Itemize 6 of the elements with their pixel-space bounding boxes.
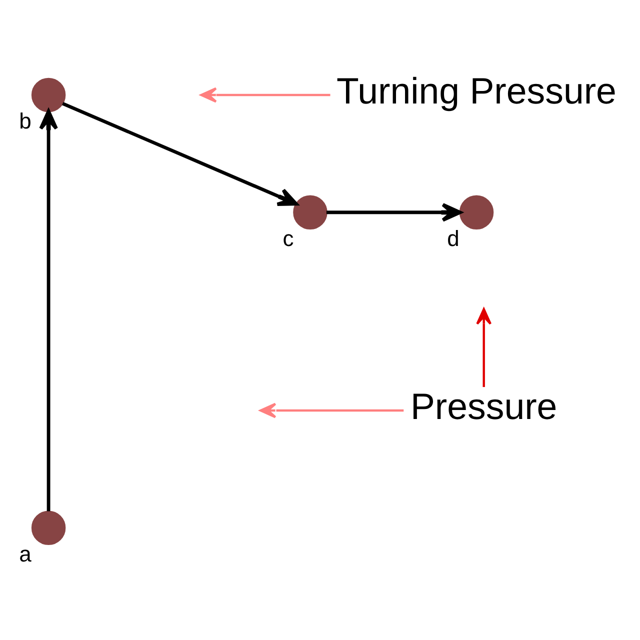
node-label: d xyxy=(447,226,460,251)
node-label: c xyxy=(282,226,294,251)
node-text: Pressure xyxy=(410,386,558,428)
node-label: a xyxy=(19,541,32,566)
node-text: Turning Pressure xyxy=(336,70,616,112)
node-label: b xyxy=(19,108,32,134)
